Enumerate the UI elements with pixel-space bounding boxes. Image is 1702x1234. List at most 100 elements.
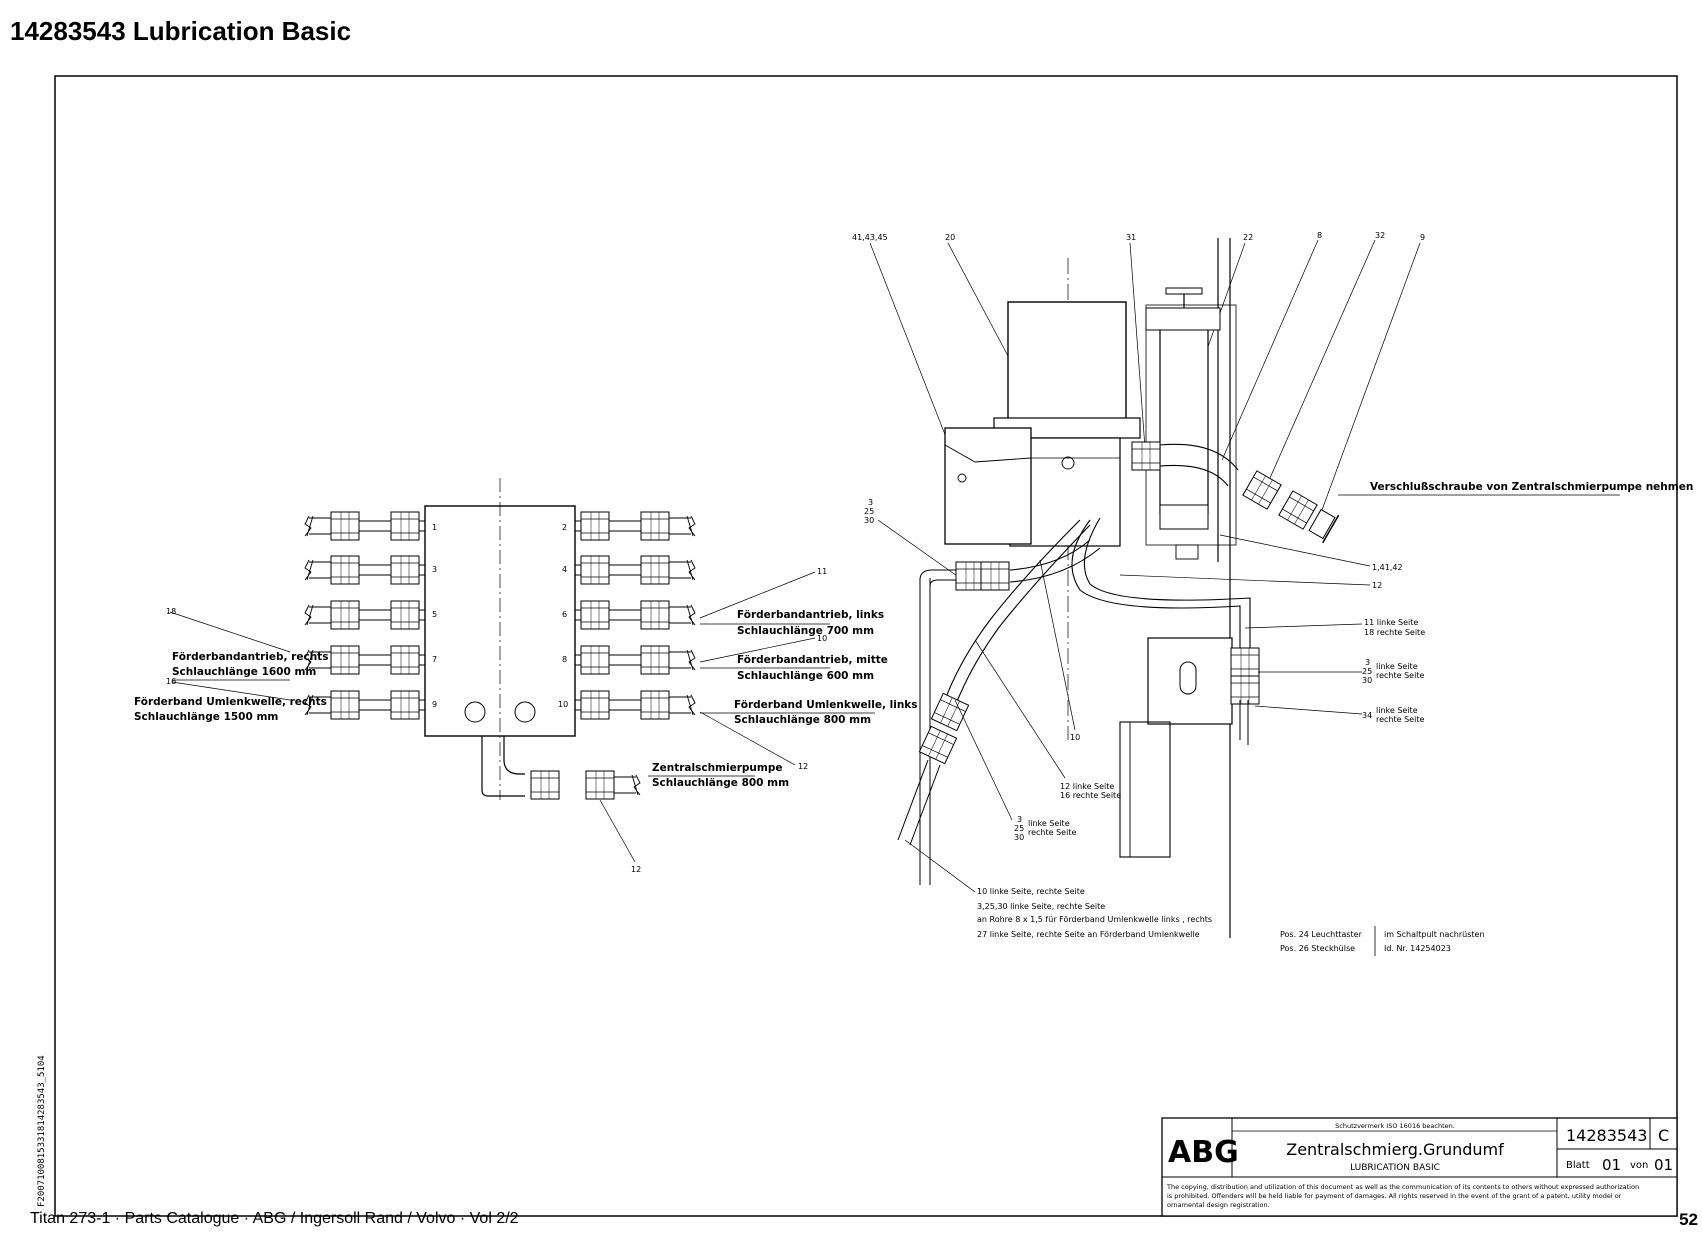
filler-tube [1159,321,1209,515]
callout-ref: 3 [1017,815,1022,824]
copyright-line: ornamental design registration. [1167,1201,1270,1209]
callout-ref: 25 [1014,824,1024,833]
hose-end [668,604,696,626]
hose-end [668,515,696,537]
callout-ref: 18 [166,607,176,616]
port-number: 2 [562,523,567,532]
hose-end [304,559,332,581]
junction-box [1147,637,1233,725]
hose-end [668,649,696,671]
hose-fitting [330,555,360,585]
hose-fitting [580,600,610,630]
hose-fitting [330,511,360,541]
callout-ref: 12 [1372,581,1382,590]
sheet-label: Blatt [1566,1160,1590,1171]
note-line: 3,25,30 linke Seite, rechte Seite [977,902,1105,911]
note-line: 27 linke Seite, rechte Seite an Förderba… [977,930,1200,939]
drawing-number: 14283543 [1566,1126,1647,1145]
page-title: 14283543 Lubrication Basic [10,16,352,46]
callout-ref: 8 [1317,231,1322,240]
fitting-connector [359,520,641,532]
mounting-hole [514,701,536,723]
callout-ref: 11 [817,567,827,576]
callout-ref: 18 rechte Seite [1364,628,1425,637]
hose-fitting [390,511,420,541]
callout-ref: rechte Seite [1376,671,1424,680]
hose-fitting [390,600,420,630]
title-block: ABG Schutzvermerk ISO 16016 beachten. Ze… [1161,1117,1678,1217]
hose-fitting [580,511,610,541]
callout-ref: 1,41,42 [1372,563,1403,572]
revision: C [1658,1126,1669,1145]
port-number: 8 [562,655,567,664]
port-number: 9 [432,700,437,709]
callout-ref: 25 [864,507,874,516]
sheet-count: 01 [1654,1156,1673,1174]
port-number: 4 [562,565,567,574]
callout-ref: linke Seite [1376,662,1418,671]
callout-ref: 16 [166,677,176,686]
hose-end [668,559,696,581]
callout-label: Förderband Umlenkwelle, links [734,699,918,711]
callout-ref: 34 [1362,711,1372,720]
hose-fitting [390,645,420,675]
note-line: an Rohre 8 x 1,5 für Förderband Umlenkwe… [977,915,1212,924]
pump-assembly: 41,43,45 20 31 22 8 32 9 [852,231,1693,956]
hose-fitting [640,645,670,675]
sheet-number: 01 [1602,1156,1621,1174]
hose-fitting [640,690,670,720]
callout-label: Schlauchlänge 600 mm [737,670,874,682]
fitting-connector [359,564,641,576]
note-remove-plug: Verschlußschraube von Zentralschmierpump… [1370,481,1693,493]
hose-fitting [390,690,420,720]
protection-note: Schutzvermerk ISO 16016 beachten. [1335,1122,1455,1130]
callout-ref: 12 [798,762,808,771]
port-number: 10 [558,700,568,709]
fitting-connector [359,654,641,666]
callout-ref: 12 linke Seite [1060,782,1114,791]
callout-ref: 25 [1362,667,1372,676]
hose-fitting [330,645,360,675]
callout-label: Schlauchlänge 800 mm [652,777,789,789]
callout-ref: 20 [945,233,955,242]
port-number: 3 [432,565,437,574]
page-number: 52 [1679,1210,1698,1229]
port-number: 6 [562,610,567,619]
callout-label: Schlauchlänge 1500 mm [134,711,278,723]
callout-ref: 12 [631,865,641,874]
drawing-name-de: Zentralschmierg.Grundumf [1286,1140,1504,1159]
fitting-connector [359,699,641,711]
callout-ref: 16 rechte Seite [1060,791,1121,800]
hose-end [304,515,332,537]
mounting-hole [464,701,486,723]
copyright-line: The copying, distribution and utilizatio… [1166,1183,1639,1191]
hose-end [304,604,332,626]
callout-ref: 9 [1420,233,1425,242]
callout-ref: 30 [1362,676,1372,685]
callout-label: Förderband Umlenkwelle, rechts [134,696,327,708]
drawing-frame [54,75,1678,1217]
callout-label: Zentralschmierpumpe [652,762,782,774]
hose-fitting [580,690,610,720]
drawing-name-en: LUBRICATION BASIC [1350,1163,1440,1173]
distributor-assembly: 1 2 3 4 5 6 7 8 9 10 18 Förderbandantrie… [134,478,918,874]
callout-label: Förderbandantrieb, mitte [737,654,888,666]
hose-fitting [330,600,360,630]
callout-ref: rechte Seite [1028,828,1076,837]
pos-note: Pos. 26 Steckhülse [1280,944,1355,953]
callout-ref: 10 [1070,733,1080,742]
pos-note: Pos. 24 Leuchttaster [1280,930,1363,939]
pos-info: Id. Nr. 14254023 [1384,944,1451,953]
callout-ref: 11 linke Seite [1364,618,1418,627]
callout-ref: linke Seite [1376,706,1418,715]
fitting-connector [359,609,641,621]
pos-info: im Schaltpult nachrüsten [1384,930,1485,939]
callout-ref: 30 [864,516,874,525]
callout-ref: 22 [1243,233,1253,242]
hose-fitting [330,690,360,720]
hose-end [668,694,696,716]
callout-ref: 3 [868,498,873,507]
callout-ref: 32 [1375,231,1385,240]
port-number: 5 [432,610,437,619]
